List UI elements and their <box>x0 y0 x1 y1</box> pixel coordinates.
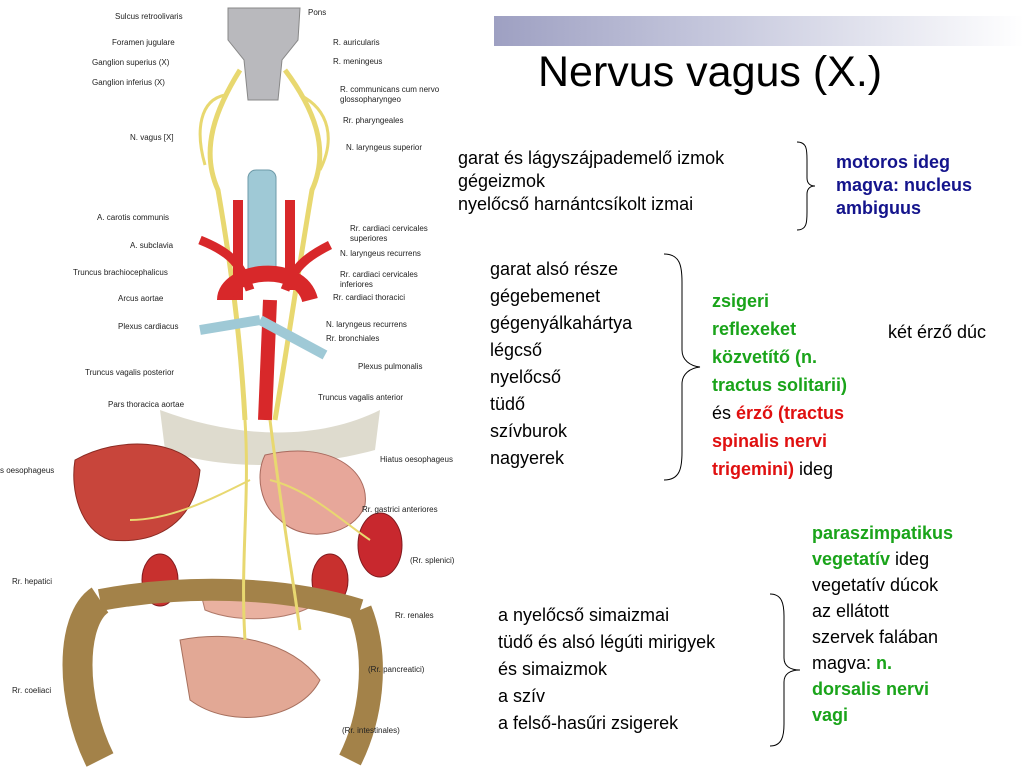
figure-label-left: Truncus vagalis posterior <box>85 368 175 377</box>
parasym-target-item: tüdő és alsó légúti mirigyek <box>498 632 716 652</box>
motor-desc-line: ambiguus <box>836 198 922 218</box>
motor-bracket <box>796 141 816 231</box>
figure-label-left: Pars thoracica aortae <box>108 400 185 409</box>
parasym-desc-line: vegetatív ideg <box>812 546 953 572</box>
slide-title: Nervus vagus (X.) <box>538 48 883 96</box>
sensory-desc-red: trigemini) <box>712 459 795 479</box>
figure-label-left: A. carotis communis <box>97 213 170 222</box>
parasym-desc-green: n. <box>876 653 893 673</box>
parasym-desc-line: vegetatív dúcok <box>812 575 939 595</box>
sensory-target-item: gégebemenet <box>490 286 601 306</box>
figure-label-right: R. meningeus <box>333 57 383 66</box>
sensory-desc-red: érző (tractus <box>736 403 845 423</box>
parasym-desc-line: magva: n. <box>812 650 953 676</box>
figure-label-left: Rr. hepatici <box>12 577 53 586</box>
sensory-target-item: nagyerek <box>490 448 565 468</box>
figure-label-left: Ganglion inferius (X) <box>92 78 165 87</box>
figure-label-right: N. laryngeus recurrens <box>326 320 407 329</box>
sensory-desc-line: reflexeket <box>712 319 797 339</box>
parasym-target-item: a felső-hasűri zsigerek <box>498 713 679 733</box>
figure-label-right: (Rr. pancreatici) <box>368 665 425 674</box>
sensory-target-item: garat alsó része <box>490 259 619 279</box>
sensory-targets-list: garat alsó része gégebemenet gégenyálkah… <box>490 256 632 472</box>
motor-target-item: garat és lágyszájpademelő izmok <box>458 148 725 168</box>
parasym-desc-line: paraszimpatikus <box>812 523 954 543</box>
figure-label-right: Truncus vagalis anterior <box>318 393 404 402</box>
figure-label-left: Arcus aortae <box>118 294 164 303</box>
sensory-desc-line: és érző (tractus <box>712 399 847 427</box>
parasym-desc-text: ideg <box>890 549 930 569</box>
figure-label-right: (Rr. intestinales) <box>342 726 400 735</box>
parasym-target-item: és simaizmok <box>498 659 608 679</box>
figure-label-right: Plexus pulmonalis <box>358 362 423 371</box>
sensory-target-item: tüdő <box>490 394 526 414</box>
sensory-desc-text: és <box>712 403 737 423</box>
parasym-target-item: a nyelőcső simaizmai <box>498 605 670 625</box>
figure-label-right: (Rr. splenici) <box>410 556 455 565</box>
figure-label-left: s oesophageus <box>0 466 55 475</box>
parasym-desc-line: dorsalis nervi <box>812 679 930 699</box>
sensory-desc-line: trigemini) ideg <box>712 455 847 483</box>
figure-label-right: Rr. cardiaci cervicales inferiores <box>340 270 418 289</box>
motor-target-item: nyelőcső harnántcsíkolt izmai <box>458 194 694 214</box>
figure-label-right: Rr. pharyngeales <box>343 116 404 125</box>
sensory-target-item: nyelőcső <box>490 367 562 387</box>
parasym-desc-green: vegetatív <box>812 549 891 569</box>
sensory-desc-line: zsigeri <box>712 291 770 311</box>
figure-label-right: Pons <box>308 8 327 17</box>
figure-label-left: Rr. coeliaci <box>12 686 52 695</box>
parasym-desc-text: magva: <box>812 653 877 673</box>
figure-label-left: N. vagus [X] <box>130 133 174 142</box>
figure-label-right: R. auricularis <box>333 38 380 47</box>
sensory-desc-line: spinalis nervi <box>712 431 828 451</box>
figure-label-left: A. subclavia <box>130 241 174 250</box>
parasym-desc-line: szervek falában <box>812 627 939 647</box>
figure-label-left: Sulcus retroolivaris <box>115 12 183 21</box>
figure-label-right: Rr. cardiaci cervicales superiores <box>350 224 428 243</box>
anatomy-illustration <box>62 7 403 767</box>
motor-targets-list: garat és lágyszájpademelő izmok gégeizmo… <box>458 147 724 216</box>
motor-desc-line: magva: nucleus <box>836 175 973 195</box>
figure-label-right: Rr. gastrici anteriores <box>362 505 438 514</box>
figure-label-left: Truncus brachiocephalicus <box>73 268 168 277</box>
sensory-target-item: gégenyálkahártya <box>490 313 633 333</box>
motor-target-item: gégeizmok <box>458 171 546 191</box>
figure-label-left: Foramen jugulare <box>112 38 175 47</box>
parasym-description: paraszimpatikus vegetatív ideg vegetatív… <box>812 520 953 728</box>
sensory-description: zsigeri reflexeket közvetítő (n. tractus… <box>712 287 847 483</box>
sensory-desc-text: ideg <box>794 459 834 479</box>
figure-label-right: Hiatus oesophageus <box>380 455 453 464</box>
sensory-desc-line: közvetítő (n. <box>712 347 818 367</box>
vagus-anatomy-figure: Sulcus retroolivaris Foramen jugulare Ga… <box>0 0 470 768</box>
parasym-bracket <box>769 593 801 747</box>
parasym-desc-line: vagi <box>812 705 849 725</box>
figure-label-right: R. communicans cum nervo glossopharyngeo <box>340 85 440 104</box>
sensory-bracket <box>663 253 701 481</box>
motor-desc-line: motoros ideg <box>836 152 951 172</box>
motor-description: motoros ideg magva: nucleus ambiguus <box>836 151 972 220</box>
figure-label-left: Ganglion superius (X) <box>92 58 170 67</box>
parasym-target-item: a szív <box>498 686 546 706</box>
sensory-target-item: szívburok <box>490 421 568 441</box>
title-decoration-bar <box>494 16 1024 46</box>
figure-label-right: N. laryngeus superior <box>346 143 423 152</box>
parasym-targets-list: a nyelőcső simaizmai tüdő és alsó légúti… <box>498 602 715 737</box>
figure-label-right: Rr. bronchiales <box>326 334 380 343</box>
sensory-desc-line: tractus solitarii) <box>712 375 848 395</box>
figure-label-left: Plexus cardiacus <box>118 322 179 331</box>
sensory-ganglia-note: két érző dúc <box>888 322 987 342</box>
figure-label-right: Rr. renales <box>395 611 434 620</box>
sensory-target-item: légcső <box>490 340 543 360</box>
figure-label-right: Rr. cardiaci thoracici <box>333 293 406 302</box>
parasym-desc-line: az ellátott <box>812 601 890 621</box>
figure-label-right: N. laryngeus recurrens <box>340 249 421 258</box>
